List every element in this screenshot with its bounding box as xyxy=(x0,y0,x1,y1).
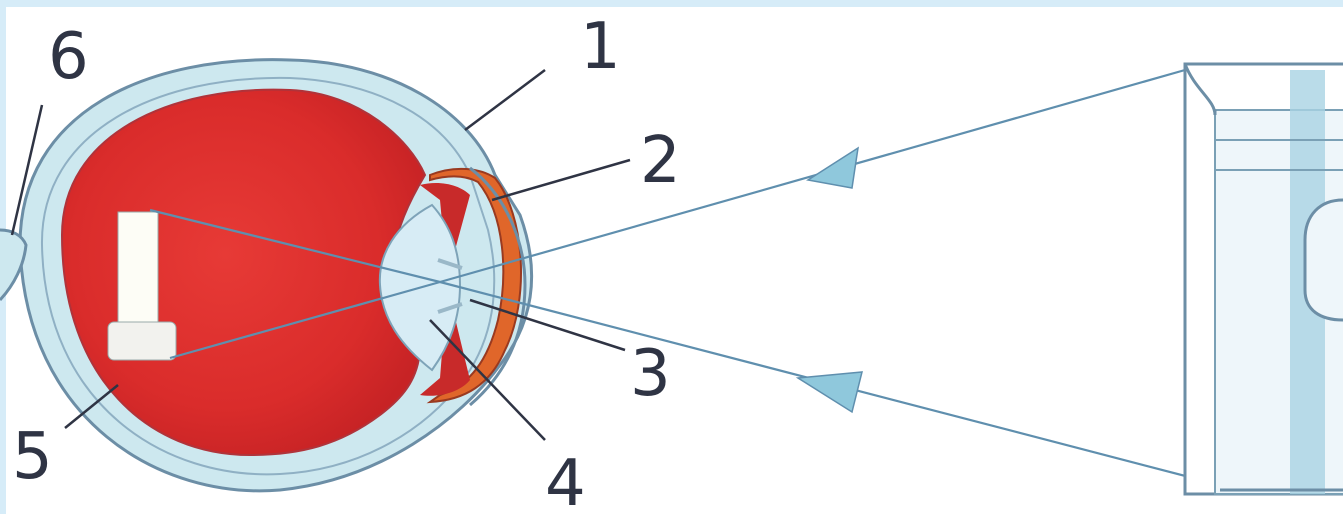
label-5: 5 xyxy=(12,420,53,494)
label-4: 4 xyxy=(545,447,586,514)
label-2: 2 xyxy=(640,124,681,198)
label-1: 1 xyxy=(580,10,621,84)
optic-nerve xyxy=(0,230,26,300)
object-candle xyxy=(1185,64,1343,494)
retina-image-base xyxy=(108,322,176,360)
ray-arrow-upper xyxy=(808,148,858,188)
ray-arrow-lower xyxy=(798,372,862,412)
label-3: 3 xyxy=(630,337,671,411)
retina-image-stem xyxy=(118,212,158,327)
label-6: 6 xyxy=(48,20,89,94)
